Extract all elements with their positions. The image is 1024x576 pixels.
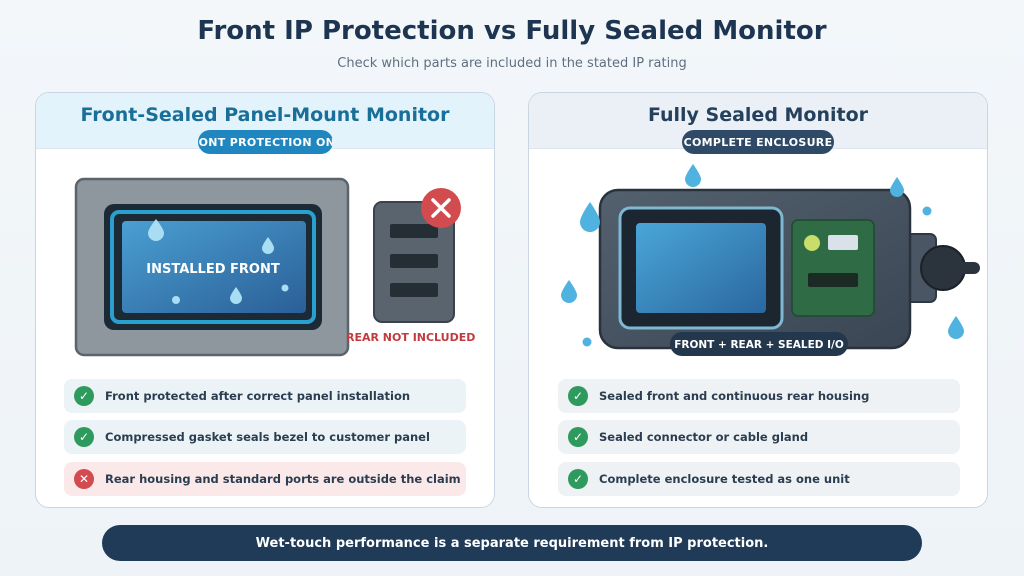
water-drop-icon [948,316,964,339]
water-drop-icon [580,202,600,232]
complete-enclosure-badge: COMPLETE ENCLOSURE [682,130,834,154]
list-item: ✓ Sealed connector or cable gland [558,420,960,454]
status-led [804,235,820,251]
check-icon: ✓ [568,386,588,406]
screen [636,223,766,313]
list-item: ✓ Complete enclosure tested as one unit [558,462,960,496]
rear-port [390,283,438,297]
list-item-text: Compressed gasket seals bezel to custome… [105,430,430,444]
water-drop-icon [922,206,932,216]
device-label: FRONT + REAR + SEALED I/O [674,339,844,351]
io-port [828,235,858,250]
io-port [808,273,858,287]
water-drop-icon [890,177,904,197]
list-item: ✓ Sealed front and continuous rear housi… [558,379,960,413]
list-item-text: Sealed connector or cable gland [599,430,809,444]
sealed-io-board [791,219,875,317]
gasket [110,210,316,324]
water-drop-icon [281,284,289,292]
water-drop-icon [685,164,701,187]
panel-title: Fully Sealed Monitor [647,104,869,126]
list-item-text: Sealed front and continuous rear housing [599,389,870,403]
panel-title: Front-Sealed Panel-Mount Monitor [80,104,450,126]
screen [122,221,306,313]
check-icon: ✓ [74,386,94,406]
water-drop-icon [561,280,577,303]
water-drop-icon [172,296,180,304]
rear-not-included-label: REAR NOT INCLUDED [346,331,476,344]
water-drop-icon [148,219,164,241]
panel-mount-illustration: INSTALLED FRONT [74,177,461,357]
check-icon: ✓ [568,469,588,489]
footer-note: Wet-touch performance is a separate requ… [102,525,922,561]
rear-port [390,254,438,268]
page-subtitle: Check which parts are included in the st… [337,56,687,71]
cable [958,262,980,274]
device-label-pill [670,332,848,356]
cross-icon: ✕ [74,469,94,489]
front-protection-badge: FRONT PROTECTION ONLY [198,130,333,154]
list-item: ✕ Rear housing and standard ports are ou… [64,462,466,496]
list-item-text: Rear housing and standard ports are outs… [105,472,461,486]
list-item-text: Front protected after correct panel inst… [105,389,411,403]
check-icon: ✓ [568,427,588,447]
check-icon: ✓ [74,427,94,447]
list-item-text: Complete enclosure tested as one unit [599,472,850,486]
water-drop-icon [230,287,242,304]
screen-label: INSTALLED FRONT [146,262,280,277]
sealed-monitor-illustration: FRONT + REAR + SEALED I/O [561,164,980,356]
page-title: Front IP Protection vs Fully Sealed Moni… [197,16,827,46]
list-item: ✓ Front protected after correct panel in… [64,379,466,413]
water-drop-icon [262,237,274,254]
list-item: ✓ Compressed gasket seals bezel to custo… [64,420,466,454]
water-drop-icon [582,337,592,347]
rear-port [390,224,438,238]
